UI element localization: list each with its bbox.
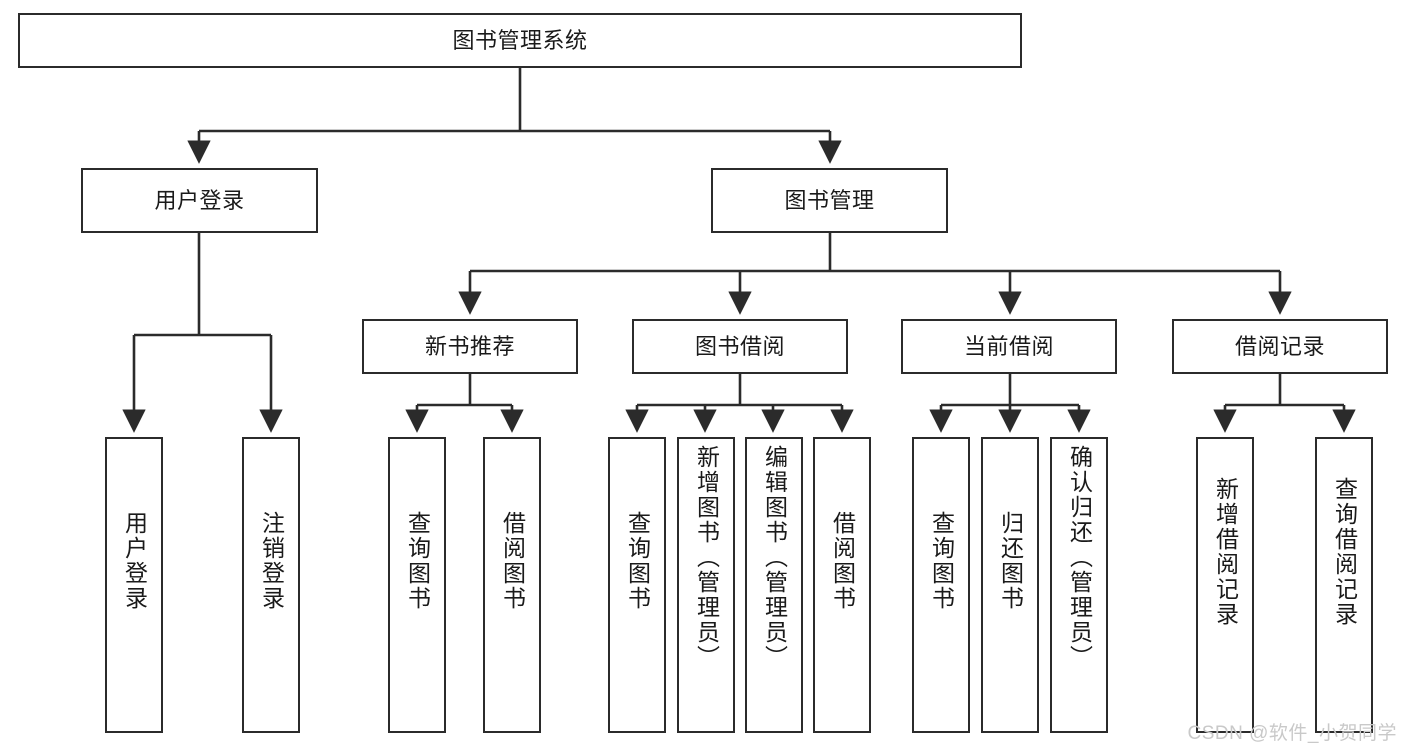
node-leaf-logout-label: 注销登录	[258, 511, 285, 611]
node-leaf-confirm-return-admin-label: 确认归还（管理员）	[1066, 445, 1093, 670]
node-leaf-add-book-admin-label: 新增图书（管理员）	[693, 445, 720, 670]
node-leaf-user-login-label: 用户登录	[121, 511, 148, 611]
node-leaf-query-book-new[interactable]: 查询图书	[388, 437, 446, 733]
node-leaf-edit-book-admin-label: 编辑图书（管理员）	[761, 445, 788, 670]
node-user-login-label: 用户登录	[154, 187, 245, 213]
node-leaf-borrow-book-new[interactable]: 借阅图书	[483, 437, 541, 733]
node-leaf-query-book-borrow[interactable]: 查询图书	[608, 437, 666, 733]
node-book-manage-label: 图书管理	[784, 187, 875, 213]
node-leaf-query-borrow-record-label: 查询借阅记录	[1331, 477, 1358, 627]
node-leaf-return-book-label: 归还图书	[997, 511, 1024, 611]
node-leaf-query-book-borrow-label: 查询图书	[624, 511, 651, 611]
node-book-borrow-label: 图书借阅	[694, 333, 785, 359]
node-leaf-query-book-current[interactable]: 查询图书	[912, 437, 970, 733]
node-leaf-confirm-return-admin[interactable]: 确认归还（管理员）	[1050, 437, 1108, 733]
node-leaf-logout[interactable]: 注销登录	[242, 437, 300, 733]
node-borrow-record-label: 借阅记录	[1234, 333, 1325, 359]
node-user-login[interactable]: 用户登录	[81, 168, 318, 233]
node-leaf-query-borrow-record[interactable]: 查询借阅记录	[1315, 437, 1373, 733]
node-book-borrow[interactable]: 图书借阅	[632, 319, 848, 374]
node-leaf-query-book-new-label: 查询图书	[404, 511, 431, 611]
node-leaf-borrow-book[interactable]: 借阅图书	[813, 437, 871, 733]
node-leaf-edit-book-admin[interactable]: 编辑图书（管理员）	[745, 437, 803, 733]
node-leaf-user-login[interactable]: 用户登录	[105, 437, 163, 733]
node-new-book-recommend-label: 新书推荐	[424, 333, 515, 359]
node-borrow-record[interactable]: 借阅记录	[1172, 319, 1388, 374]
node-new-book-recommend[interactable]: 新书推荐	[362, 319, 578, 374]
node-current-borrow-label: 当前借阅	[963, 333, 1054, 359]
node-leaf-return-book[interactable]: 归还图书	[981, 437, 1039, 733]
node-leaf-query-book-current-label: 查询图书	[928, 511, 955, 611]
node-leaf-add-book-admin[interactable]: 新增图书（管理员）	[677, 437, 735, 733]
csdn-watermark: CSDN @软件_小贺同学	[1187, 723, 1397, 744]
node-book-manage[interactable]: 图书管理	[711, 168, 948, 233]
node-leaf-borrow-book-label: 借阅图书	[829, 511, 856, 611]
node-leaf-add-borrow-record-label: 新增借阅记录	[1212, 477, 1239, 627]
node-root-label: 图书管理系统	[452, 27, 588, 53]
node-leaf-add-borrow-record[interactable]: 新增借阅记录	[1196, 437, 1254, 733]
node-current-borrow[interactable]: 当前借阅	[901, 319, 1117, 374]
node-root[interactable]: 图书管理系统	[18, 13, 1022, 68]
node-leaf-borrow-book-new-label: 借阅图书	[499, 511, 526, 611]
